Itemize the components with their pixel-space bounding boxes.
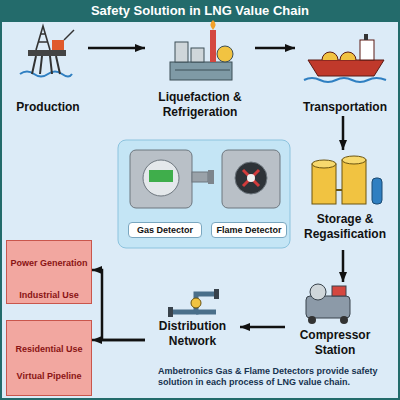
node-label: Production [8,100,88,115]
diagram-title: Safety Solution in LNG Value Chain [0,3,400,19]
compressor-icon-part [340,316,348,324]
stage-node: Storage & Regasification [295,150,395,250]
node-label: Storage & Regasification [295,212,395,242]
diagram-caption: Ambetronics Gas & Flame Detectors provid… [158,366,396,388]
ship-icon-part [360,40,374,60]
title-band [0,0,400,22]
plant-icon-part [211,20,216,30]
flame-detector-icon [222,150,280,208]
oil-rig-icon-part [20,72,72,77]
flame-detector-icon-part [243,170,259,186]
oil-rig-icon-part [28,50,66,56]
gas-detector-icon-part [208,170,214,184]
node-label: Virtual Pipeline [7,371,91,382]
plant-icon-part [175,42,188,62]
storage-tank-icon-part [312,160,336,168]
detector-panel [118,140,290,248]
end-use-box: Power GenerationIndustrial Use [6,240,92,304]
node-label: Compressor Station [285,328,385,358]
stage-node: Liquefaction & Refrigeration [145,26,255,122]
node-label: Distribution Network [145,319,240,349]
ship-icon-part [322,52,356,60]
storage-tank-icon-part [312,164,336,204]
storage-tank-icon-part [372,178,382,204]
node-label: Liquefaction & Refrigeration [145,90,255,120]
plant-icon-part [175,70,230,71]
flow-arrow [255,47,295,50]
detector-label: Flame Detector [211,222,287,238]
compressor-icon-part [306,296,350,318]
stage-node: Transportation [295,26,395,116]
plant-icon-part [217,46,233,62]
flow-arrow [342,116,345,150]
pipeline-icon-part [191,298,201,308]
gas-detector-icon [130,150,214,208]
gas-detector-icon-part [192,172,208,182]
node-label: Transportation [295,100,395,115]
compressor-icon-part [332,286,346,296]
gas-detector-icon-part [149,170,173,182]
pipeline-icon-part [172,294,214,312]
flow-arrow [342,250,345,282]
compressor-icon-part [308,316,316,324]
stage-node: Distribution Network [145,285,240,350]
oil-rig-icon-part [52,40,64,50]
plant-icon-part [191,48,204,62]
flame-detector-icon-part [235,162,267,194]
flow-arrow [240,326,285,329]
pipeline-icon-part [168,307,173,317]
compressor-icon-part [310,284,326,300]
storage-tank-icon-part [336,189,342,191]
pipeline-icon-part [214,289,219,299]
plant-icon-part [170,62,232,80]
storage-tank-icon [312,156,382,204]
node-label: Industrial Use [7,290,91,301]
pipeline-icon [168,289,219,317]
pipeline-icon-part [196,310,216,315]
node-label: Gas Detector [129,223,201,237]
compressor-icon [306,284,350,324]
node-label: Residential Use [7,344,91,355]
stage-node: Compressor Station [285,282,385,360]
oil-rig-icon-part [64,30,74,40]
plant-icon-part [210,30,216,62]
oil-rig-icon [20,26,74,77]
gas-detector-icon-part [143,160,179,196]
detector-label: Gas Detector [128,222,202,238]
node-label: Power Generation [7,258,91,269]
storage-tank-icon-part [342,160,366,204]
gas-detector-icon-part [130,150,192,208]
flow-arrow [92,270,145,340]
ship-icon [304,34,386,82]
plant-icon [170,20,233,80]
oil-rig-icon-part [36,26,50,50]
flame-detector-icon-part [222,150,280,208]
ship-icon-part [304,78,386,82]
flame-detector-icon-part [247,174,255,182]
oil-rig-icon-part [32,56,60,74]
storage-tank-icon-part [342,156,366,164]
node-label: Flame Detector [212,223,286,237]
end-use-box: Residential UseVirtual Pipeline [6,320,92,396]
ship-icon-part [308,60,384,76]
flow-arrow [88,47,145,50]
flow-arrow [92,339,145,342]
ship-icon-part [364,34,368,40]
stage-node: Production [8,26,88,116]
